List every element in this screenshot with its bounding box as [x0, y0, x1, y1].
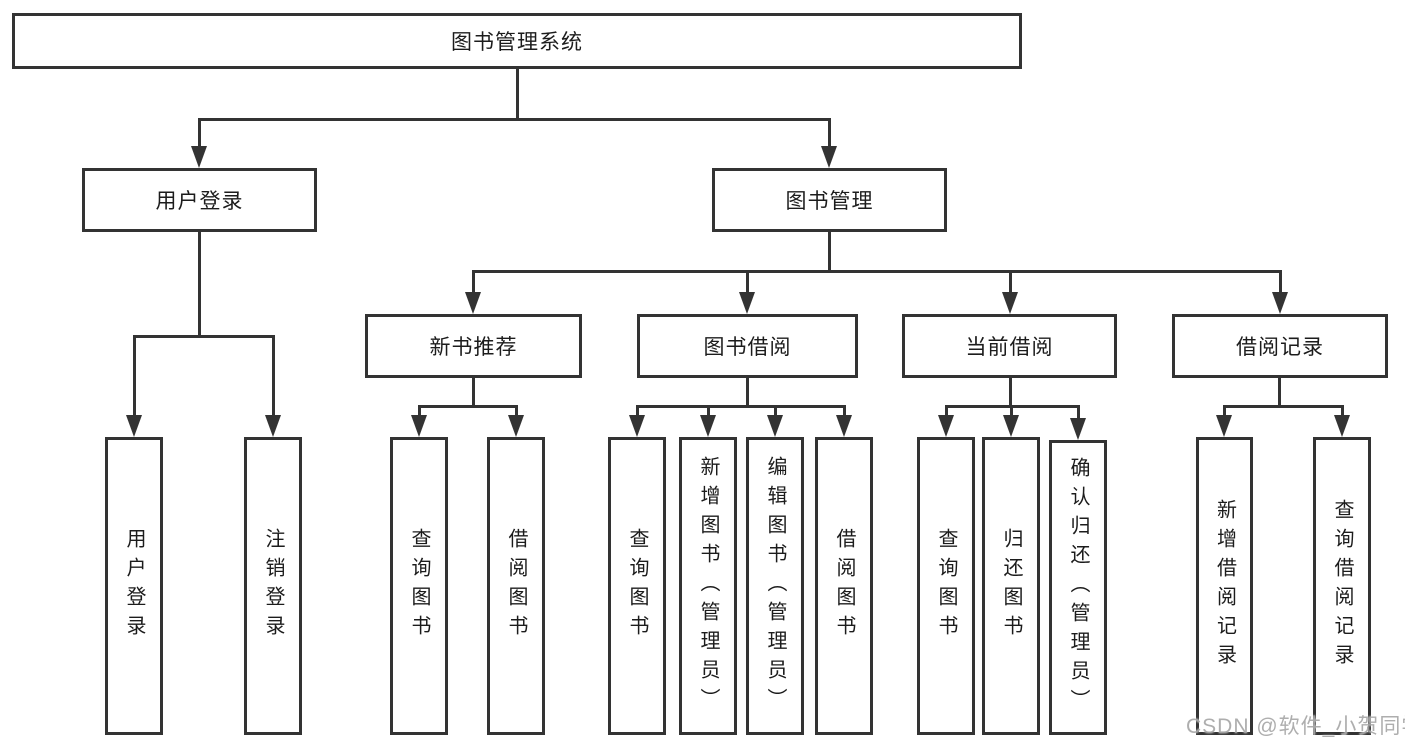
arrowhead-icon	[629, 415, 645, 437]
connector-line	[707, 405, 710, 419]
arrowhead-icon	[1334, 415, 1350, 437]
leaf-bookborrow-query: 查询图书	[608, 437, 666, 735]
node-book-borrow-label: 图书借阅	[703, 336, 792, 359]
node-current-borrow-label: 当前借阅	[965, 336, 1054, 359]
connector-line	[746, 378, 749, 407]
node-root: 图书管理系统	[12, 13, 1022, 69]
connector-line	[418, 405, 421, 419]
arrowhead-icon	[739, 292, 755, 314]
node-new-books-label: 新书推荐	[429, 336, 518, 359]
node-borrow-records-label: 借阅记录	[1236, 336, 1324, 359]
arrowhead-icon	[411, 415, 427, 437]
leaf-logout: 注销登录	[244, 437, 302, 735]
arrowhead-icon	[938, 415, 954, 437]
arrowhead-icon	[700, 415, 716, 437]
arrowhead-icon	[1070, 418, 1086, 440]
leaf-bookborrow-add-label: 新增图书（管理员）	[697, 455, 719, 717]
leaf-user-login-label: 用户登录	[123, 528, 145, 644]
leaf-bookborrow-borrow-label: 借阅图书	[833, 528, 855, 644]
connector-line	[1077, 405, 1080, 422]
node-book-mgmt-label: 图书管理	[785, 190, 874, 213]
arrowhead-icon	[465, 292, 481, 314]
arrowhead-icon	[821, 146, 837, 168]
connector-line	[472, 270, 475, 296]
connector-line	[133, 335, 275, 338]
leaf-current-return-label: 归还图书	[1000, 528, 1022, 644]
leaf-newbooks-query-label: 查询图书	[408, 528, 430, 644]
connector-line	[1009, 270, 1012, 296]
connector-line	[198, 118, 201, 150]
leaf-current-confirm-label: 确认归还（管理员）	[1067, 457, 1089, 718]
leaf-current-query: 查询图书	[917, 437, 975, 735]
arrowhead-icon	[508, 415, 524, 437]
connector-line	[636, 405, 846, 408]
node-book-borrow: 图书借阅	[637, 314, 858, 378]
leaf-records-query: 查询借阅记录	[1313, 437, 1371, 735]
arrowhead-icon	[126, 415, 142, 437]
node-user-login: 用户登录	[82, 168, 317, 232]
leaf-records-query-label: 查询借阅记录	[1331, 499, 1353, 673]
arrowhead-icon	[1002, 292, 1018, 314]
leaf-newbooks-borrow-label: 借阅图书	[505, 528, 527, 644]
leaf-newbooks-borrow: 借阅图书	[487, 437, 545, 735]
connector-line	[828, 232, 831, 273]
arrowhead-icon	[1216, 415, 1232, 437]
connector-line	[472, 378, 475, 407]
connector-line	[272, 335, 275, 419]
connector-line	[515, 405, 518, 419]
node-new-books: 新书推荐	[365, 314, 582, 378]
leaf-records-add-label: 新增借阅记录	[1213, 499, 1236, 673]
connector-line	[418, 405, 518, 408]
connector-line	[843, 405, 846, 419]
connector-line	[1223, 405, 1344, 408]
node-user-login-label: 用户登录	[155, 190, 244, 213]
arrowhead-icon	[836, 415, 852, 437]
connector-line	[133, 335, 136, 419]
node-current-borrow: 当前借阅	[902, 314, 1117, 378]
connector-line	[198, 118, 831, 121]
connector-line	[1223, 405, 1226, 419]
arrowhead-icon	[1272, 292, 1288, 314]
connector-line	[1341, 405, 1344, 419]
leaf-bookborrow-add: 新增图书（管理员）	[679, 437, 737, 735]
node-borrow-records: 借阅记录	[1172, 314, 1388, 378]
arrowhead-icon	[265, 415, 281, 437]
leaf-newbooks-query: 查询图书	[390, 437, 448, 735]
connector-line	[516, 69, 519, 121]
connector-line	[1010, 405, 1013, 419]
connector-line	[1279, 270, 1282, 296]
csdn-watermark: CSDN @软件_小贺同学	[1186, 715, 1405, 738]
leaf-current-return: 归还图书	[982, 437, 1040, 735]
connector-line	[774, 405, 777, 419]
leaf-user-login: 用户登录	[105, 437, 163, 735]
connector-line	[472, 270, 1282, 273]
arrowhead-icon	[1003, 415, 1019, 437]
leaf-current-query-label: 查询图书	[935, 528, 957, 644]
arrowhead-icon	[767, 415, 783, 437]
node-root-label: 图书管理系统	[451, 31, 583, 54]
connector-line	[198, 232, 201, 337]
leaf-bookborrow-query-label: 查询图书	[626, 528, 648, 644]
arrowhead-icon	[191, 146, 207, 168]
connector-line	[746, 270, 749, 296]
leaf-records-add: 新增借阅记录	[1196, 437, 1253, 735]
connector-line	[945, 405, 948, 419]
connector-line	[636, 405, 639, 419]
leaf-logout-label: 注销登录	[262, 528, 284, 644]
leaf-bookborrow-edit-label: 编辑图书（管理员）	[764, 455, 786, 717]
leaf-bookborrow-borrow: 借阅图书	[815, 437, 873, 735]
connector-line	[1009, 378, 1012, 407]
leaf-bookborrow-edit: 编辑图书（管理员）	[746, 437, 804, 735]
node-book-mgmt: 图书管理	[712, 168, 947, 232]
leaf-current-confirm: 确认归还（管理员）	[1049, 440, 1107, 735]
connector-line	[1278, 378, 1281, 407]
connector-line	[828, 118, 831, 150]
